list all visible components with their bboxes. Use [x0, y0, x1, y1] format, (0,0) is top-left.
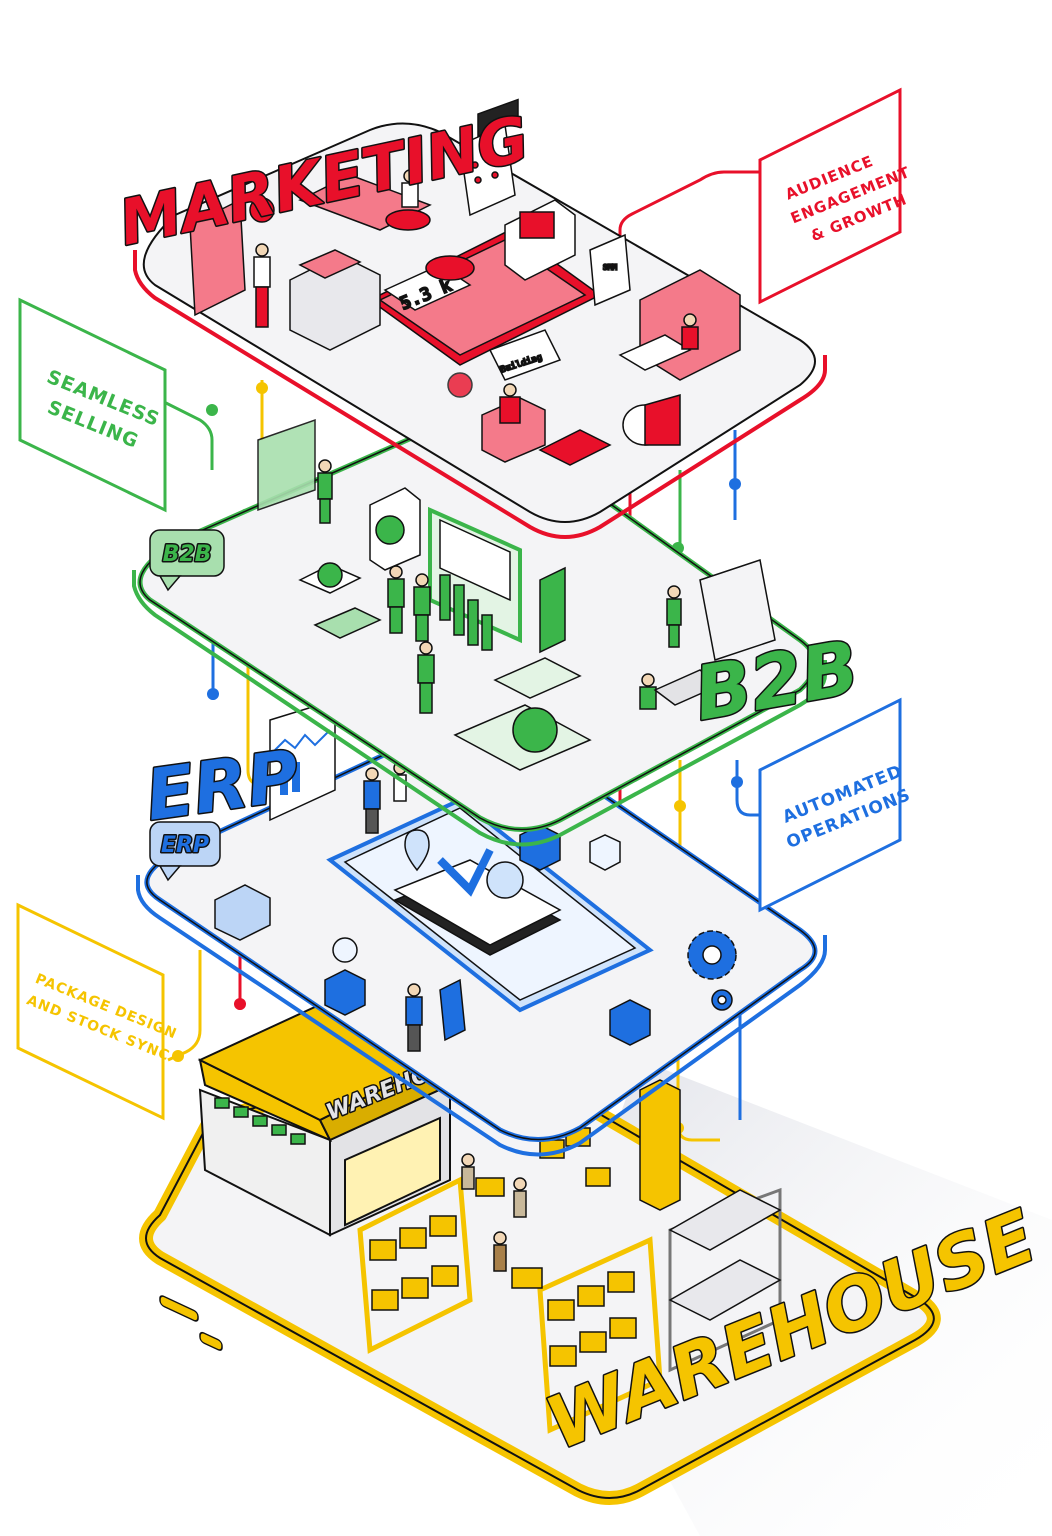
- callout-audience: AUDIENCE ENGAGEMENT & GROWTH: [758, 87, 913, 305]
- box-icon: [214, 884, 271, 941]
- money-icon: [313, 607, 382, 639]
- smm-badge: SMM: [603, 263, 618, 272]
- lightbulb-icon: [332, 937, 358, 963]
- b2b-badge: B2B: [149, 529, 225, 592]
- b2b-side-panel: [699, 559, 776, 661]
- slot-icon: [159, 1295, 199, 1322]
- marketing-props: [189, 123, 741, 466]
- marketing-people: [253, 169, 699, 424]
- erp-pedestals: [214, 824, 651, 1046]
- b2b-layer: B2B B2B: [132, 418, 866, 847]
- b2b-people: [317, 459, 722, 714]
- connector-nodes: [172, 382, 743, 1134]
- pie-chart-icon: [486, 861, 524, 899]
- warehouse-workers: [461, 1153, 543, 1289]
- b2b-dashboard: [298, 487, 592, 771]
- chat-bubble-icon: [519, 211, 555, 239]
- marketing-layer: 5.3 k SMM Building: [111, 98, 827, 539]
- calendar-icon: [459, 123, 516, 217]
- erp-badge-label: ERP: [161, 833, 209, 858]
- calculator-icon: [493, 657, 582, 699]
- map-pin-icon: [404, 829, 430, 872]
- erp-tablet: [326, 797, 654, 1013]
- b2b-wall-panel: [257, 418, 316, 512]
- b2b-badge-label: B2B: [163, 542, 212, 567]
- trend-arrow-icon: [437, 848, 494, 897]
- shelving-units: [357, 1079, 782, 1434]
- erp-layer: ERP ERP: [136, 698, 827, 1157]
- callout-package: PACKAGE DESIGN AND STOCK SYNC: [16, 902, 179, 1121]
- callout-seamless: SEAMLESS SELLING: [18, 297, 167, 513]
- marketing-device: 5.3 k SMM Building: [289, 98, 631, 381]
- gear-icon: [687, 930, 737, 1011]
- erp-badge: ERP: [149, 821, 221, 882]
- lightbulb-icon: [249, 197, 275, 223]
- callout-automated: AUTOMATED OPERATIONS: [758, 697, 914, 913]
